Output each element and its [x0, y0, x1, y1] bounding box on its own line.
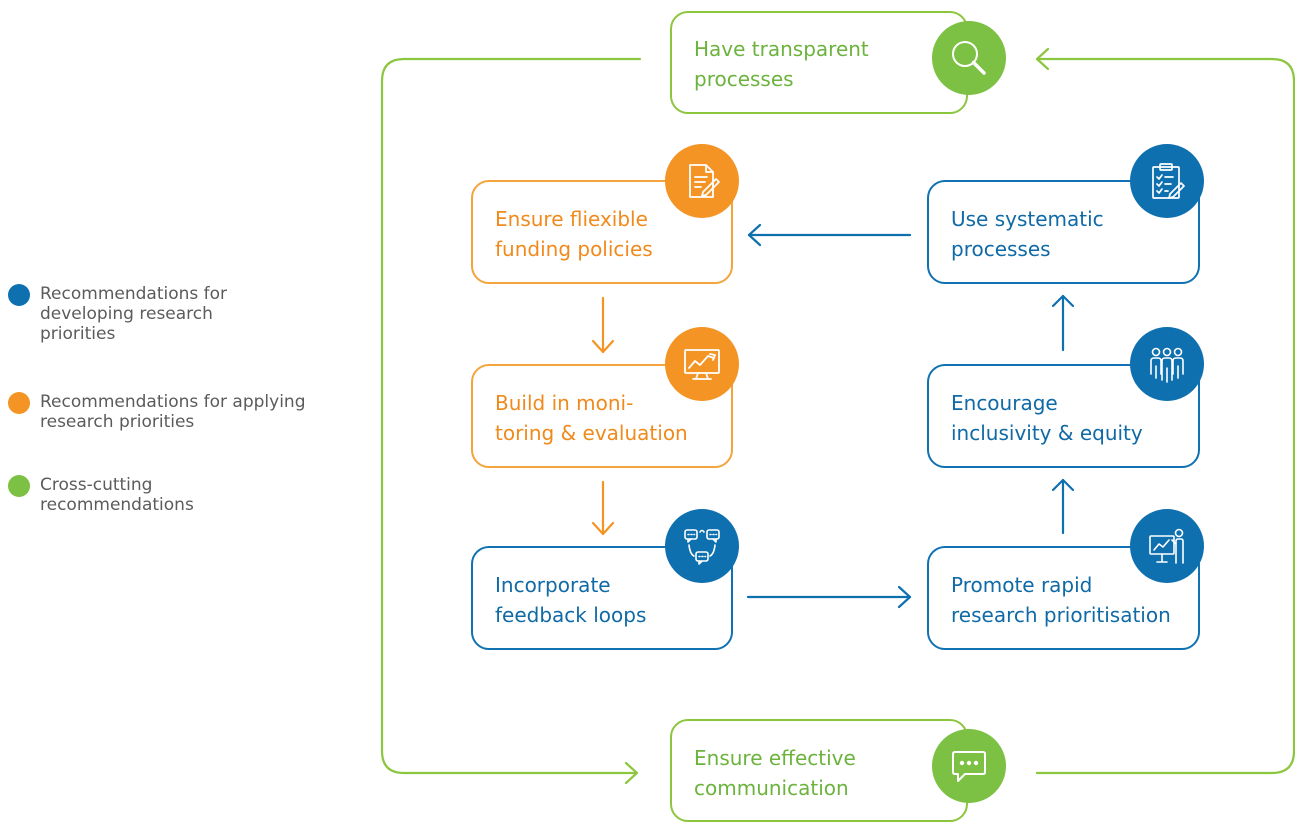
presenter-board-icon — [1130, 509, 1204, 583]
node-rapid-label: Promote rapid research prioritisation — [951, 570, 1171, 630]
node-funding-line2: funding policies — [495, 237, 653, 261]
node-communication-line2: communication — [694, 776, 849, 800]
blue-left-arrow — [747, 223, 912, 247]
node-systematic-line1: Use systematic — [951, 207, 1104, 231]
monitor-chart-icon — [665, 327, 739, 401]
node-effective-communication: Ensure effective communication — [670, 719, 968, 822]
node-monitoring-line1: Build in moni- — [495, 391, 634, 415]
document-edit-icon — [665, 144, 739, 218]
node-feedback-line1: Incorporate — [495, 573, 611, 597]
node-systematic-line2: processes — [951, 237, 1051, 261]
node-communication-line1: Ensure effective — [694, 746, 856, 770]
node-inclusivity-line1: Encourage — [951, 391, 1058, 415]
node-rapid-line2: research prioritisation — [951, 603, 1171, 627]
node-inclusivity-line2: inclusivity & equity — [951, 421, 1143, 445]
node-monitoring-line2: toring & evaluation — [495, 421, 688, 445]
feedback-chat-icon — [665, 509, 739, 583]
node-transparent-processes: Have transparent processes — [670, 11, 968, 114]
blue-up-arrow-2 — [1051, 294, 1075, 352]
group-people-icon — [1130, 327, 1204, 401]
orange-down-arrow-2 — [591, 480, 615, 536]
node-funding-label: Ensure fliexible funding policies — [495, 204, 653, 264]
legend-dot-orange — [8, 392, 30, 414]
outer-loop-connector — [380, 47, 1295, 785]
node-feedback-label: Incorporate feedback loops — [495, 570, 646, 630]
legend-label-cross-cutting: Cross-cutting recommendations — [40, 475, 194, 515]
legend-dot-blue — [8, 284, 30, 306]
clipboard-checklist-icon — [1130, 144, 1204, 218]
node-transparent-label: Have transparent processes — [694, 34, 869, 94]
speech-bubble-icon — [932, 729, 1006, 803]
legend-dot-green — [8, 475, 30, 497]
node-inclusivity-label: Encourage inclusivity & equity — [951, 388, 1143, 448]
legend-label-applying: Recommendations for applying research pr… — [40, 392, 306, 432]
node-communication-label: Ensure effective communication — [694, 743, 856, 803]
legend-label-developing: Recommendations for developing research … — [40, 284, 228, 344]
blue-up-arrow-1 — [1051, 478, 1075, 535]
node-transparent-line1: Have transparent — [694, 37, 869, 61]
magnifier-icon — [932, 21, 1006, 95]
node-systematic-label: Use systematic processes — [951, 204, 1104, 264]
node-feedback-line2: feedback loops — [495, 603, 647, 627]
node-funding-line1: Ensure fliexible — [495, 207, 648, 231]
node-rapid-line1: Promote rapid — [951, 573, 1093, 597]
node-monitoring-label: Build in moni- toring & evaluation — [495, 388, 688, 448]
blue-right-arrow — [746, 585, 912, 609]
node-transparent-line2: processes — [694, 67, 794, 91]
orange-down-arrow-1 — [591, 296, 615, 354]
